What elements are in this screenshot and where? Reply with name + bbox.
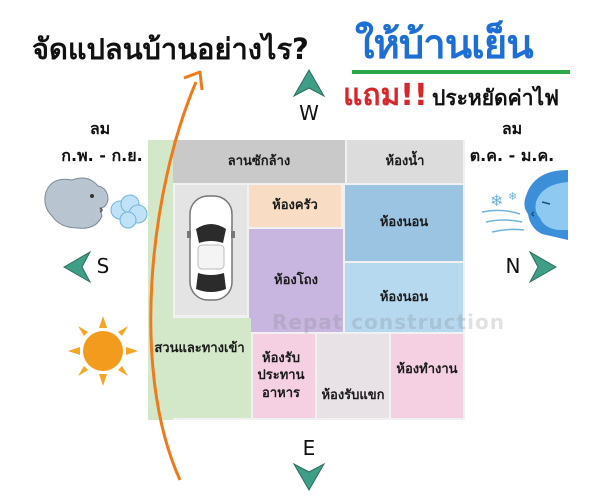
room-hall-label: ห้องโถง bbox=[274, 272, 318, 288]
room-dining: ห้องรับประทานอาหาร bbox=[253, 334, 315, 418]
svg-text:❄: ❄ bbox=[490, 191, 503, 210]
east-arrow-icon bbox=[528, 250, 558, 284]
room-kitchen-label: ห้องครัว bbox=[272, 198, 318, 214]
room-bathroom-label: ห้องน้ำ bbox=[385, 153, 425, 169]
wind-face-left-icon bbox=[44, 177, 148, 229]
heading-underline bbox=[352, 70, 570, 74]
watermark: Repat construction bbox=[272, 310, 505, 334]
room-bedroom-1-label: ห้องนอน bbox=[379, 215, 429, 231]
direction-top-label: W bbox=[299, 101, 319, 125]
north-arrow-icon bbox=[292, 68, 326, 98]
bonus-text: แถม!! bbox=[343, 78, 428, 113]
west-arrow-icon bbox=[62, 250, 92, 284]
wind-face-right-icon: ❄ ❄ bbox=[481, 170, 568, 240]
room-kitchen: ห้องครัว bbox=[249, 185, 341, 227]
room-bedroom-2-label: ห้องนอน bbox=[379, 289, 429, 305]
direction-bottom-label: E bbox=[302, 436, 316, 460]
south-arrow-icon bbox=[292, 462, 326, 492]
room-bathroom: ห้องน้ำ bbox=[347, 140, 463, 183]
room-hall: ห้องโถง bbox=[249, 229, 343, 332]
main-heading: ให้บ้านเย็น bbox=[355, 22, 534, 68]
left-wind-title: ลม bbox=[89, 119, 111, 138]
garden-entrance-label: สวนและทางเข้า bbox=[154, 341, 245, 357]
svg-text:❄: ❄ bbox=[508, 190, 517, 203]
room-dining-label: ห้องรับประทานอาหาร bbox=[257, 350, 305, 401]
question-heading: จัดแปลนบ้านอย่างไร? bbox=[32, 32, 309, 66]
direction-left-label: S bbox=[96, 254, 110, 278]
room-bedroom-2: ห้องนอน bbox=[345, 263, 463, 332]
right-wind-months: ต.ค. - ม.ค. bbox=[469, 146, 555, 165]
left-wind-months: ก.พ. - ก.ย. bbox=[61, 146, 143, 165]
room-guest-label: ห้องรับแขก bbox=[321, 388, 385, 404]
garden-entrance: สวนและทางเข้า bbox=[148, 318, 251, 418]
room-carport-label: ลานซักล้าง bbox=[227, 153, 291, 169]
sun-path-arrow bbox=[149, 70, 204, 481]
room-guest: ห้องรับแขก bbox=[317, 334, 389, 418]
right-wind-title: ลม bbox=[501, 119, 523, 138]
sun-icon bbox=[68, 316, 138, 386]
room-bedroom-1: ห้องนอน bbox=[345, 185, 463, 261]
room-office-label: ห้องทำงาน bbox=[396, 362, 458, 378]
direction-right-label: N bbox=[505, 254, 521, 278]
room-office: ห้องทำงาน bbox=[391, 334, 463, 418]
room-carport: ลานซักล้าง bbox=[173, 140, 345, 183]
car-icon bbox=[187, 195, 235, 301]
saving-text: ประหยัดค่าไฟ bbox=[432, 86, 559, 110]
